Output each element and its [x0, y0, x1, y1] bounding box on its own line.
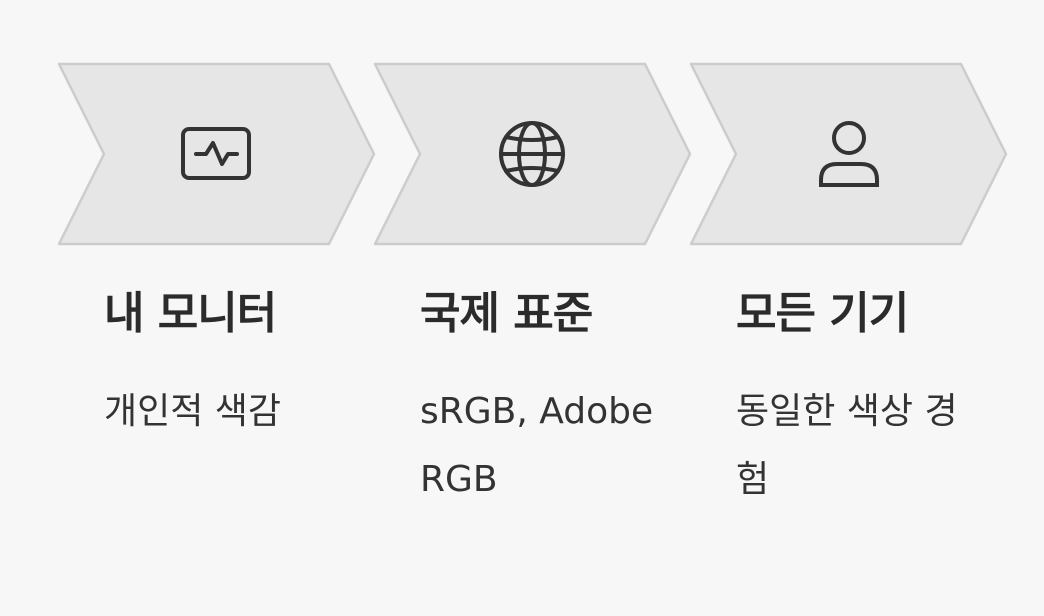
step-2-description: sRGB, Adobe RGB	[420, 391, 654, 500]
step-1-description: 개인적 색감	[104, 391, 282, 432]
step-3-description: 동일한 색상 경험	[736, 391, 958, 500]
step-1-title: 내 모니터	[104, 288, 277, 339]
step-3-title: 모든 기기	[736, 288, 909, 339]
activity-monitor-icon	[181, 127, 251, 180]
user-icon	[819, 121, 879, 187]
step-2-title: 국제 표준	[420, 288, 593, 339]
globe-icon	[499, 121, 565, 187]
process-chevrons	[57, 62, 1008, 246]
